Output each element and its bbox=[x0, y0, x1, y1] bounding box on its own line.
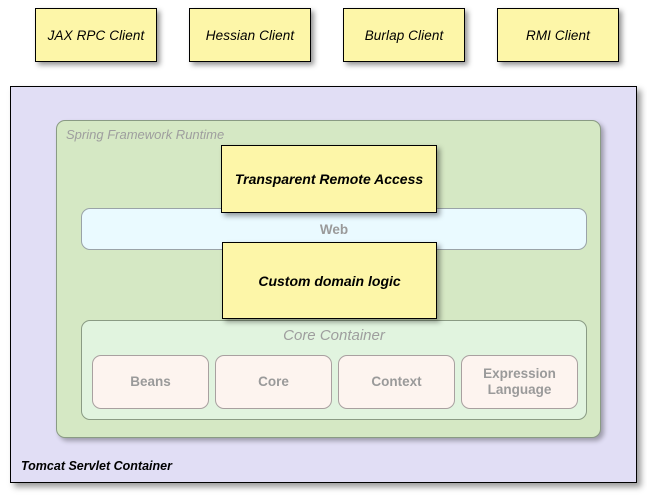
transparent-remote-access-label: Transparent Remote Access bbox=[234, 171, 424, 187]
custom-domain-logic-box: Custom domain logic bbox=[222, 242, 437, 319]
core-module-expression-language: Expression Language bbox=[461, 355, 578, 409]
tomcat-servlet-container-label: Tomcat Servlet Container bbox=[21, 459, 172, 473]
client-box-rmi: RMI Client bbox=[497, 8, 619, 62]
client-box-label: Burlap Client bbox=[364, 27, 444, 43]
client-box-burlap: Burlap Client bbox=[343, 8, 465, 62]
core-module-label: Beans bbox=[130, 374, 171, 390]
core-module-label: Expression Language bbox=[483, 366, 556, 397]
core-module-context: Context bbox=[338, 355, 455, 409]
client-box-label: Hessian Client bbox=[205, 27, 295, 43]
core-container-panel: Core Container Beans Core Context Expres… bbox=[81, 320, 587, 420]
client-box-jax-rpc: JAX RPC Client bbox=[35, 8, 157, 62]
web-layer-label: Web bbox=[319, 221, 349, 237]
core-module-beans: Beans bbox=[92, 355, 209, 409]
client-box-label: RMI Client bbox=[525, 27, 590, 43]
core-module-core: Core bbox=[215, 355, 332, 409]
core-modules-row: Beans Core Context Expression Language bbox=[92, 355, 578, 409]
core-module-label: Core bbox=[258, 374, 289, 390]
spring-framework-runtime-label: Spring Framework Runtime bbox=[66, 127, 225, 142]
core-module-label: Context bbox=[371, 374, 422, 390]
client-box-hessian: Hessian Client bbox=[189, 8, 311, 62]
custom-domain-logic-label: Custom domain logic bbox=[258, 272, 401, 289]
client-box-label: JAX RPC Client bbox=[47, 27, 145, 43]
transparent-remote-access-box: Transparent Remote Access bbox=[221, 145, 437, 213]
core-container-title: Core Container bbox=[283, 327, 385, 344]
